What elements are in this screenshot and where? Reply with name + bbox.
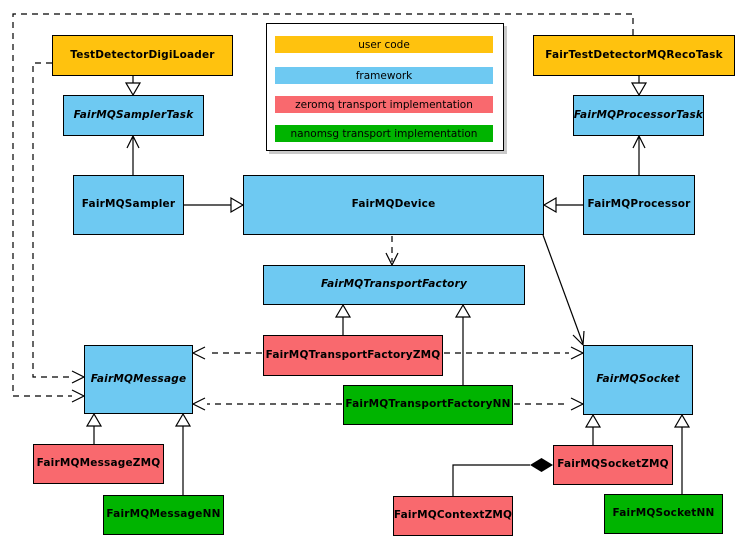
node-fairtestdetectormqrecotask: FairTestDetectorMQRecoTask bbox=[533, 35, 735, 76]
triangle-hollow bbox=[584, 413, 602, 428]
legend-item-zeromq: zeromq transport implementation bbox=[275, 96, 493, 113]
node-fairmqsocket: FairMQSocket bbox=[583, 345, 693, 415]
arrowhead-open bbox=[191, 397, 206, 411]
triangle-hollow bbox=[454, 303, 472, 318]
node-fairmqprocessortask: FairMQProcessorTask bbox=[573, 95, 704, 136]
legend: user code framework zeromq transport imp… bbox=[266, 23, 504, 151]
node-fairmqdevice: FairMQDevice bbox=[243, 175, 544, 235]
node-fairmqsocketzmq: FairMQSocketZMQ bbox=[553, 445, 673, 485]
diamond-filled bbox=[530, 458, 553, 472]
node-fairmqsamplertask: FairMQSamplerTask bbox=[63, 95, 204, 136]
arrowhead-open bbox=[632, 134, 646, 149]
triangle-hollow bbox=[334, 303, 352, 318]
triangle-hollow bbox=[230, 196, 245, 214]
node-fairmqsocketnn: FairMQSocketNN bbox=[604, 494, 723, 534]
node-fairmqtransportfactory: FairMQTransportFactory bbox=[263, 265, 525, 305]
node-testdetectordigiloader: TestDetectorDigiLoader bbox=[52, 35, 233, 76]
node-fairmqcontextzmq: FairMQContextZMQ bbox=[393, 496, 513, 536]
triangle-hollow bbox=[673, 413, 691, 428]
triangle-hollow bbox=[542, 196, 557, 214]
legend-item-nanomsg: nanomsg transport implementation bbox=[275, 125, 493, 142]
arrowhead-open bbox=[71, 370, 86, 384]
node-fairmqtransportfactoryzmq: FairMQTransportFactoryZMQ bbox=[263, 335, 443, 376]
legend-item-user-code: user code bbox=[275, 36, 493, 53]
node-fairmqprocessor: FairMQProcessor bbox=[583, 175, 695, 235]
legend-item-framework: framework bbox=[275, 67, 493, 84]
arrowhead-open bbox=[572, 330, 585, 346]
edge-comp-contextzmq-socketzmq bbox=[452, 458, 553, 496]
node-fairmqmessage: FairMQMessage bbox=[84, 345, 193, 414]
arrowhead-open bbox=[385, 252, 399, 267]
arrowhead-open bbox=[71, 389, 86, 403]
arrowhead-open bbox=[570, 346, 585, 360]
triangle-hollow bbox=[124, 82, 142, 97]
node-fairmqtransportfactorynn: FairMQTransportFactoryNN bbox=[343, 385, 513, 425]
node-fairmqmessagezmq: FairMQMessageZMQ bbox=[33, 444, 164, 484]
node-fairmqsampler: FairMQSampler bbox=[73, 175, 184, 235]
edge-assoc-device-socket bbox=[542, 234, 584, 345]
triangle-hollow bbox=[85, 412, 103, 427]
arrowhead-open bbox=[126, 134, 140, 149]
triangle-hollow bbox=[630, 82, 648, 97]
node-fairmqmessagenn: FairMQMessageNN bbox=[103, 495, 224, 535]
triangle-hollow bbox=[174, 412, 192, 427]
arrowhead-open bbox=[570, 397, 585, 411]
arrowhead-open bbox=[191, 346, 206, 360]
